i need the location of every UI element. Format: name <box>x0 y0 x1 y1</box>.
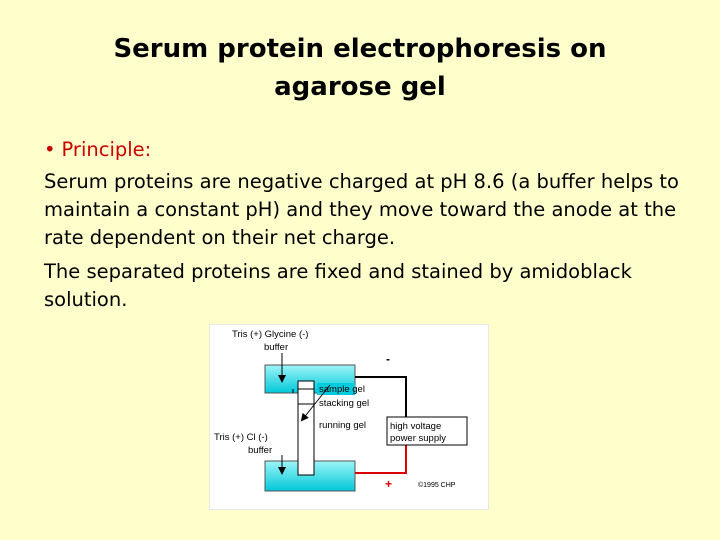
paragraph-principle: Serum proteins are negative charged at p… <box>44 170 679 249</box>
bottom-buffer-label-2: buffer <box>248 445 272 456</box>
sample-suffix: gel <box>350 384 365 395</box>
running-gel-label: running gel <box>319 420 366 431</box>
top-buffer-label-2: buffer <box>264 342 288 353</box>
power-supply-box <box>386 416 468 446</box>
power-supply-line-2: power supply <box>390 433 446 444</box>
title-line-1: Serum protein electrophoresis on <box>113 34 607 64</box>
sample-highlight <box>317 383 355 395</box>
positive-wire <box>355 445 407 474</box>
title-line-2: agarose gel <box>274 72 446 102</box>
negative-wire <box>355 376 407 417</box>
power-supply-line-1: high voltage <box>390 421 441 432</box>
bullet-glyph: • <box>44 138 56 161</box>
gel-column <box>297 380 315 476</box>
top-buffer-label-1: Tris (+) Glycine (-) <box>232 329 308 340</box>
minus-sign: - <box>386 352 390 366</box>
electrophoresis-diagram: high voltage power supply Tris (+) Glyci… <box>210 325 488 509</box>
bullet-principle: •Principle: <box>44 136 684 164</box>
diagram-svg: high voltage power supply Tris (+) Glyci… <box>214 329 468 492</box>
slide-title: Serum protein electrophoresis on agarose… <box>60 30 660 106</box>
sample-word: sample <box>319 384 350 395</box>
plus-sign: + <box>385 477 392 491</box>
stacking-gel-label: stacking gel <box>319 398 369 409</box>
paragraph-staining: The separated proteins are fixed and sta… <box>44 260 632 311</box>
copyright-text: ©1995 CHP <box>418 481 456 489</box>
slide-body: •Principle: Serum proteins are negative … <box>44 136 684 320</box>
sample-gel-label: sample gel <box>319 384 365 395</box>
bottom-buffer-label-1: Tris (+) Cl (-) <box>214 432 268 443</box>
sample-pointer-arrow <box>300 384 331 422</box>
bullet-label: Principle: <box>61 138 152 161</box>
